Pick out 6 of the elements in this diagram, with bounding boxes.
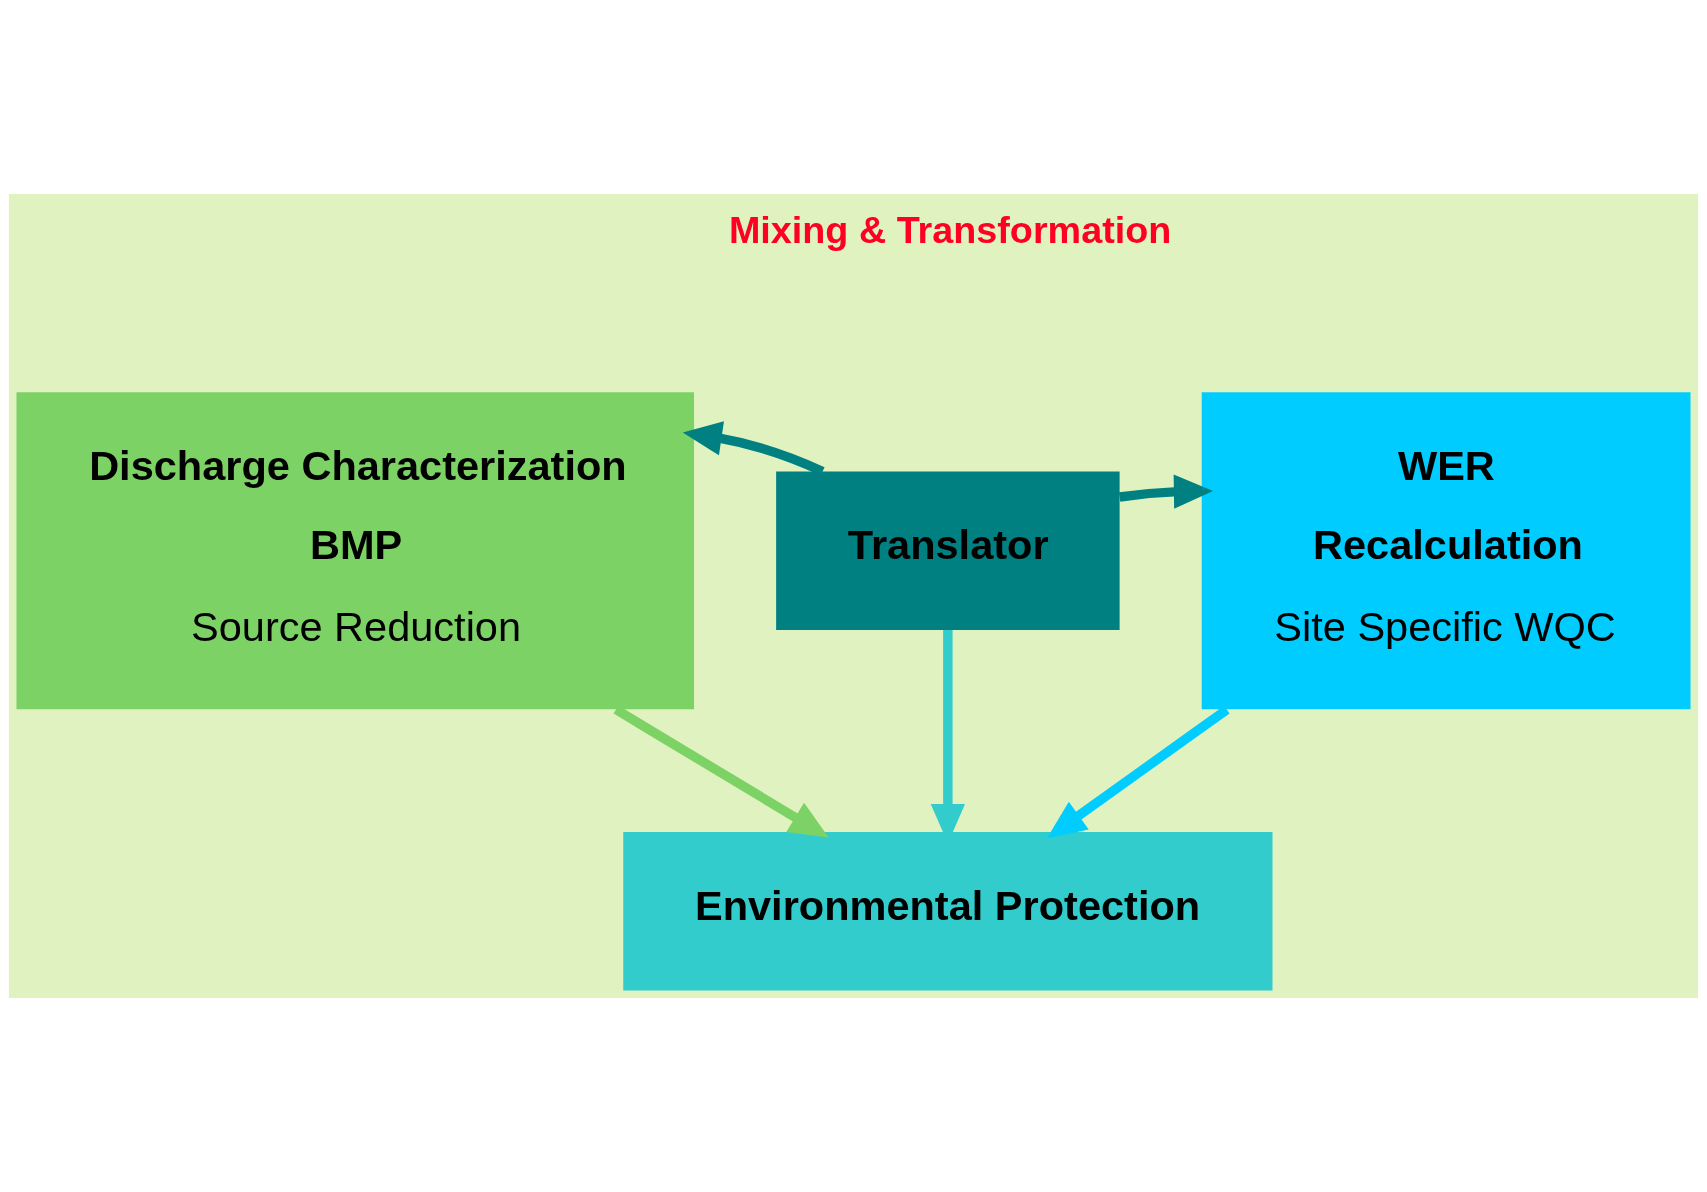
node-box: Discharge Characterization BMP Source Reduction [16, 392, 694, 710]
node-box: Translator [776, 471, 1120, 630]
node-box: WER Recalculation Site Specific WQC [1201, 392, 1691, 710]
node-box: Environmental Protection [623, 831, 1273, 991]
arrow [1118, 474, 1214, 509]
label: Mixing & Transformation [728, 209, 1172, 252]
